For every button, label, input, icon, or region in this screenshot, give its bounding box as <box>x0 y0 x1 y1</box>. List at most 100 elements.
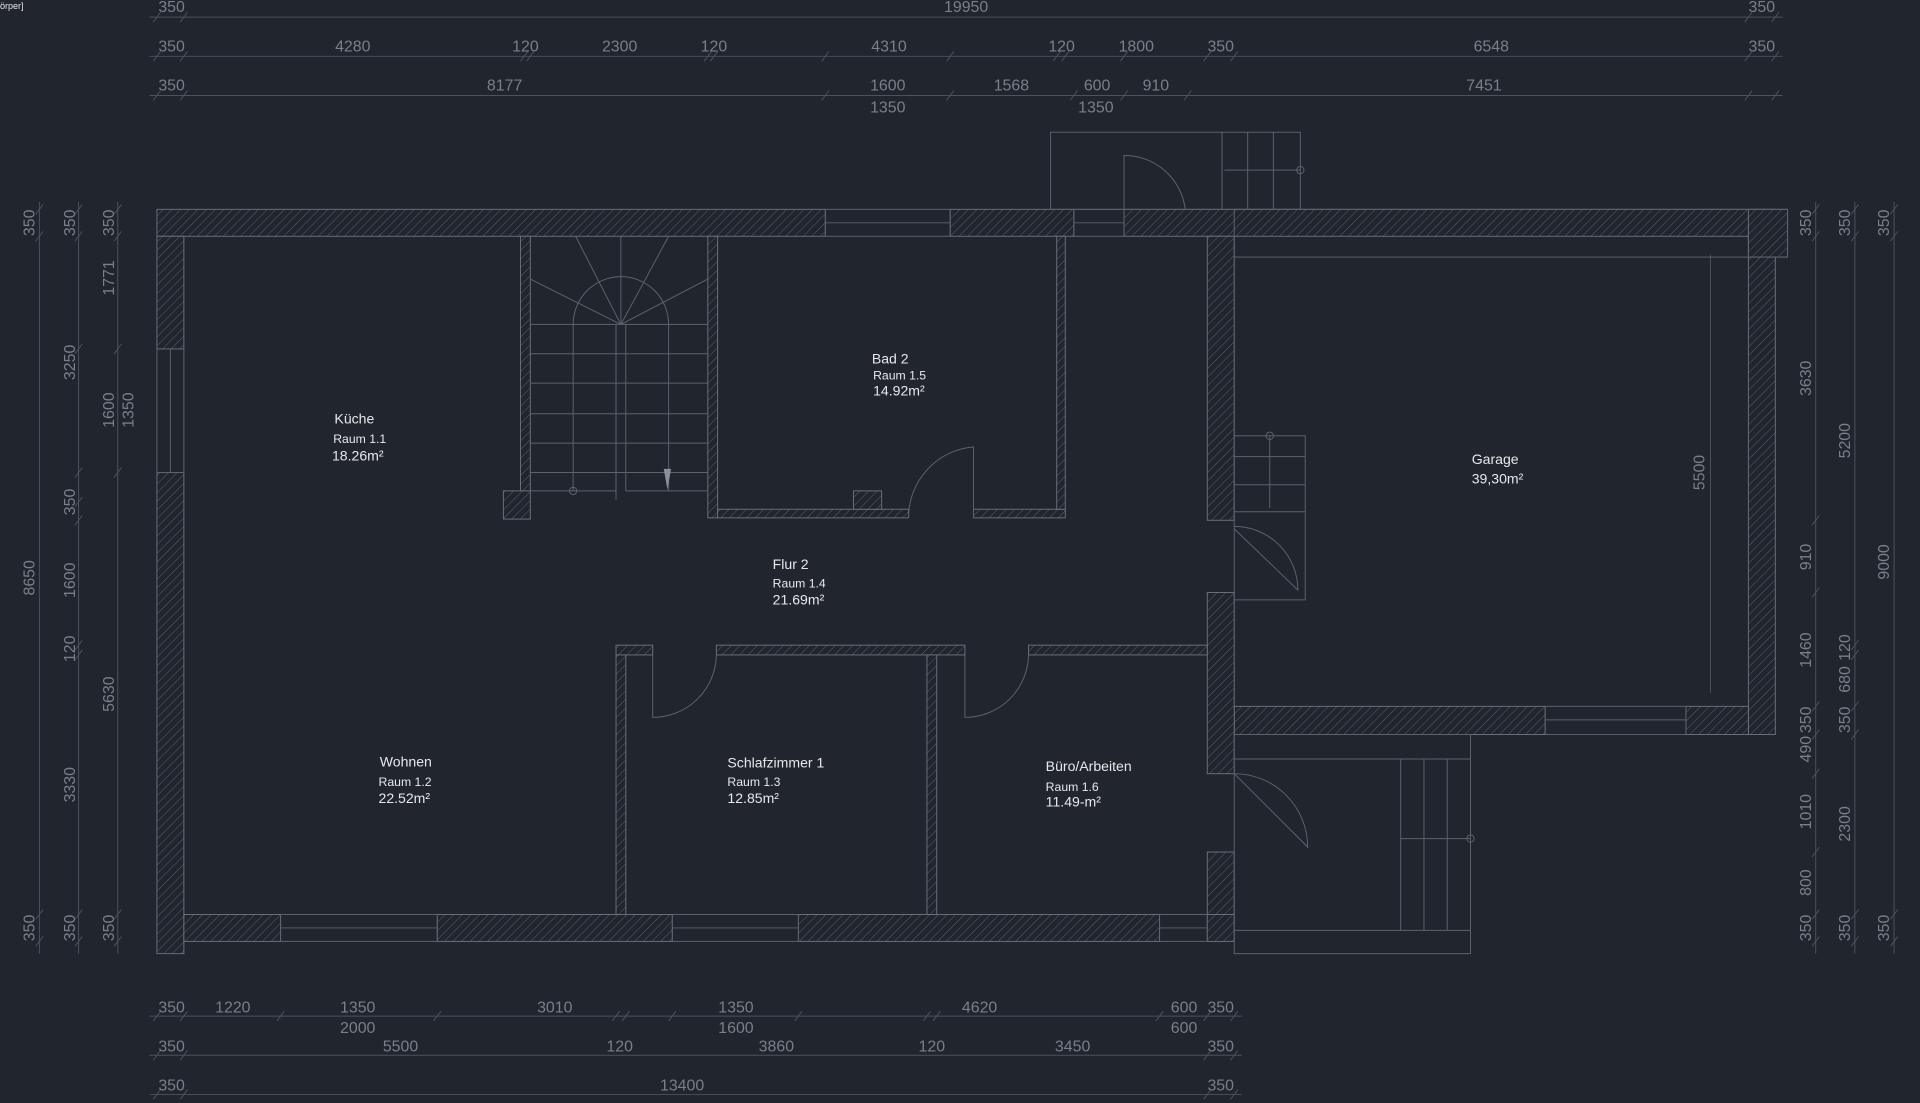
dimension-tick <box>152 90 161 101</box>
dimension-tick <box>152 11 161 23</box>
room-flur[interactable]: Flur 2 Raum 1.4 21.69m² <box>773 556 826 608</box>
dimension-tick <box>1069 90 1078 101</box>
dimension-label: 2300 <box>1837 806 1854 842</box>
dimension-label: 1771 <box>101 260 118 296</box>
dimension-label: 800 <box>1798 869 1815 896</box>
dimension-tick <box>821 90 830 101</box>
dimension-tick <box>1230 51 1239 62</box>
dimension-tick <box>1811 936 1820 947</box>
room-area: 22.52m² <box>379 790 431 806</box>
dimension-label: 3010 <box>537 999 573 1016</box>
windows <box>156 208 1789 942</box>
room-number: Raum 1.3 <box>727 775 780 789</box>
dimension-tick <box>621 1010 630 1022</box>
dimension-label: 120 <box>606 1039 633 1056</box>
dimension-tick <box>35 204 44 215</box>
entrance-steps <box>1050 131 1475 955</box>
dimension-label: 350 <box>158 999 185 1016</box>
dimension-tick <box>433 1010 442 1022</box>
dimension-label: 350 <box>1207 38 1234 55</box>
dimension-label: 1350 <box>718 999 754 1016</box>
dimension-label: 3330 <box>62 767 79 803</box>
dimension-label: 7451 <box>1466 78 1502 95</box>
room-name: Küche <box>334 411 374 427</box>
dimension-label: 2300 <box>602 38 638 55</box>
dimension-label: 120 <box>512 38 539 55</box>
dimension-tick <box>1744 11 1753 23</box>
dimension-label: 9000 <box>1876 544 1893 580</box>
dimension-tick <box>1203 1050 1212 1061</box>
dimension-tick <box>932 1010 941 1022</box>
room-bad[interactable]: Bad 2 Raum 1.5 14.92m² <box>872 351 926 399</box>
room-area: 39,30m² <box>1472 471 1524 487</box>
dimension-label: 350 <box>1207 1078 1234 1095</box>
dimension-label: 350 <box>1876 209 1893 236</box>
dimension-label: 4310 <box>871 38 907 55</box>
dimension-label: 5500 <box>383 1039 419 1056</box>
dimension-tick <box>1183 90 1192 101</box>
dimension-label: 1600 <box>62 562 79 598</box>
dimension-tick <box>821 51 830 62</box>
wall-garage-right <box>1747 235 1776 736</box>
dimension-label: 350 <box>1749 38 1776 55</box>
room-garage[interactable]: Garage 39,30m² <box>1472 451 1524 487</box>
dimension-label: 4620 <box>962 999 998 1016</box>
dimension-tick <box>1850 204 1859 215</box>
dimension-tick <box>1230 1010 1239 1022</box>
room-number: Raum 1.2 <box>379 775 432 789</box>
dimension-label: 1600 <box>870 78 906 95</box>
dimension-tick <box>1052 51 1061 62</box>
dimension-label: 1350 <box>340 999 376 1016</box>
dimension-tick <box>709 51 719 62</box>
room-kueche[interactable]: Küche Raum 1.1 18.26m² <box>332 411 386 464</box>
dimension-label: 1600 <box>718 1020 754 1037</box>
dimension-label: 350 <box>1749 0 1776 16</box>
dimension-label: 5200 <box>1837 423 1854 459</box>
dimension-tick <box>1850 649 1859 661</box>
dimension-tick <box>922 1010 932 1022</box>
room-area: 18.26m² <box>332 447 384 463</box>
room-wohnen[interactable]: Wohnen Raum 1.2 22.52m² <box>379 753 432 806</box>
room-buero[interactable]: Büro/Arbeiten Raum 1.6 11.49-m² <box>1046 758 1132 810</box>
dimension-label: 600 <box>1084 78 1111 95</box>
dimension-label: 350 <box>1837 915 1854 942</box>
dimension-tick <box>1061 51 1070 62</box>
room-number: Raum 1.5 <box>873 369 926 383</box>
dimension-label: 910 <box>1143 78 1170 95</box>
dimension-tick <box>1811 768 1820 779</box>
dimension-tick <box>946 51 955 62</box>
dimension-label: 350 <box>1207 1039 1234 1056</box>
room-area: 21.69m² <box>773 592 825 608</box>
dimension-label: 350 <box>1876 915 1893 942</box>
dimension-label: 350 <box>1798 209 1815 236</box>
dimension-tick <box>1850 639 1859 651</box>
dimension-label: 120 <box>919 1039 946 1056</box>
dimension-label: 3630 <box>1798 360 1815 396</box>
dimension-tick <box>74 936 83 947</box>
dimension-tick <box>35 936 44 947</box>
dimension-tick <box>1850 701 1859 712</box>
dimension-tick <box>179 1010 188 1022</box>
dimension-tick <box>1889 204 1899 215</box>
dimension-tick <box>74 204 83 215</box>
dimension-label: 490 <box>1798 736 1815 763</box>
dimension-tick <box>1811 729 1820 740</box>
dimension-label: 1800 <box>1119 38 1155 55</box>
room-name: Bad 2 <box>872 351 909 367</box>
dimension-label: 350 <box>62 915 79 942</box>
dimension-label: 350 <box>158 38 185 55</box>
dimension-label: 120 <box>62 635 79 662</box>
dimension-tick <box>1155 1010 1164 1022</box>
dimension-label: 600 <box>1171 1020 1198 1037</box>
dimension-tick <box>1203 1010 1212 1022</box>
dimension-tick <box>1811 846 1820 858</box>
dimension-tick <box>1119 51 1129 62</box>
dimension-label: 680 <box>1837 666 1854 693</box>
dimension-label: 350 <box>158 1078 185 1095</box>
room-schlafzimmer[interactable]: Schlafzimmer 1 Raum 1.3 12.85m² <box>727 755 824 807</box>
dimension-tick <box>35 231 44 242</box>
dimension-label: 1350 <box>121 392 138 428</box>
dimension-label: 1220 <box>215 999 251 1016</box>
dimension-tick <box>1771 11 1780 23</box>
